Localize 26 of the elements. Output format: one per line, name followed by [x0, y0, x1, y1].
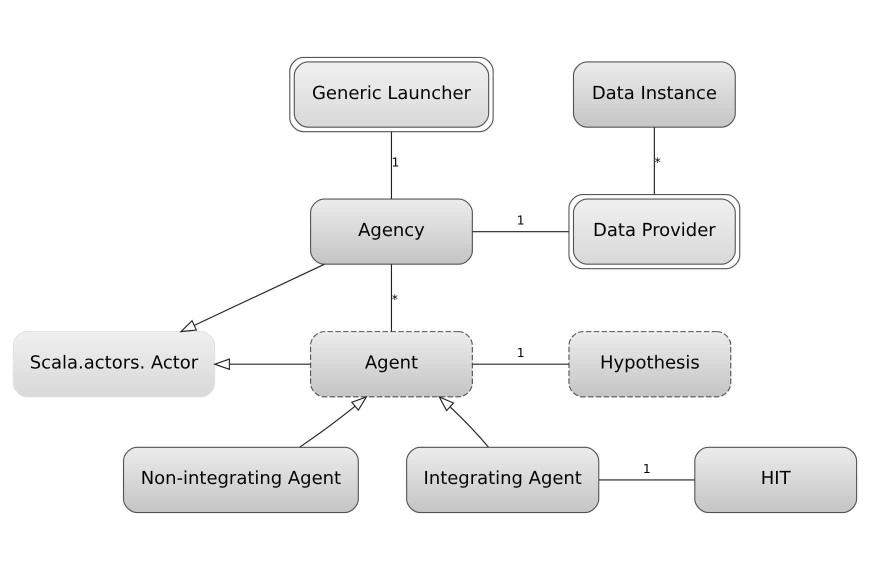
connector	[390, 264, 392, 332]
arrow	[438, 396, 489, 448]
edge-label: 1	[391, 155, 400, 170]
connector	[654, 127, 655, 194]
arrow	[179, 264, 325, 332]
edge-label: 1	[516, 346, 525, 360]
edge-label: 1	[516, 214, 525, 228]
connector	[390, 132, 392, 199]
arrow	[213, 358, 310, 370]
node-box: Hypothesis	[568, 331, 732, 398]
node-box: Integrating Agent	[406, 446, 600, 514]
node-box: Data Provider	[568, 194, 740, 270]
edge-label: 1	[642, 462, 651, 476]
node-box: Data Instance	[572, 61, 736, 128]
node-box: Scala.actors. Actor	[12, 331, 216, 398]
edge-label: *	[392, 292, 398, 306]
connector	[598, 479, 695, 480]
connector	[472, 364, 569, 365]
node-box: Generic Launcher	[289, 56, 494, 132]
arrow	[299, 396, 368, 448]
edge-label: *	[654, 155, 661, 170]
node-box: Agent	[310, 331, 473, 398]
node-box: Agency	[310, 198, 473, 265]
connector	[472, 231, 569, 232]
node-box: Non-integrating Agent	[122, 446, 359, 514]
node-box: HIT	[694, 446, 858, 514]
